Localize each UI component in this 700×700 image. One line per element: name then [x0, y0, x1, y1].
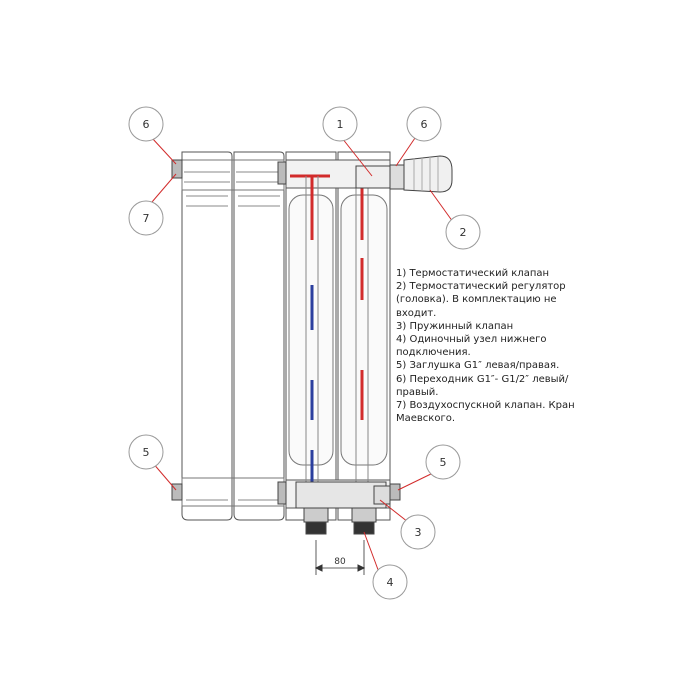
- legend-item: 7) Воздухоспускной клапан. Кран Маевског…: [396, 400, 575, 425]
- legend: 1) Термостатический клапан 2) Термостати…: [396, 267, 596, 425]
- legend-item: 5) Заглушка G1″ левая/правая.: [396, 360, 560, 372]
- callout-6-right-label: 6: [421, 118, 428, 131]
- callout-5-right: 5: [425, 444, 461, 480]
- callout-circles: 6 1 6 7 2 5 5 3 4: [128, 106, 481, 600]
- callout-3: 3: [400, 514, 436, 550]
- callout-3-label: 3: [415, 526, 422, 539]
- callout-4-label: 4: [387, 576, 394, 589]
- callout-7-label: 7: [143, 212, 150, 225]
- dimension-80: 80: [314, 540, 366, 575]
- callout-1-label: 1: [337, 118, 344, 131]
- legend-item: 2) Термостатический регулятор (головка).…: [396, 281, 566, 319]
- legend-item: 6) Переходник G1″- G1/2″ левый/правый.: [396, 373, 569, 398]
- thermostatic-valve: [355, 164, 405, 190]
- leader-lines: [151, 137, 454, 576]
- callout-5-left-label: 5: [143, 446, 150, 459]
- callout-6-left-label: 6: [143, 118, 150, 131]
- callout-4: 4: [372, 564, 408, 600]
- callout-7: 7: [128, 200, 164, 236]
- callout-5-right-label: 5: [440, 456, 447, 469]
- legend-item: 3) Пружинный клапан: [396, 320, 514, 332]
- legend-item: 1) Термостатический клапан: [396, 268, 550, 279]
- bottom-connection-unit: [295, 481, 391, 535]
- radiator-body: [181, 151, 391, 521]
- end-plugs: [171, 159, 401, 505]
- callout-1: 1: [322, 106, 358, 142]
- callout-5-left: 5: [128, 434, 164, 470]
- dimension-label: 80: [334, 557, 346, 567]
- callout-2: 2: [445, 214, 481, 250]
- internal-tubes: [305, 176, 369, 500]
- callout-6-left: 6: [128, 106, 164, 142]
- callout-2-label: 2: [460, 226, 467, 239]
- callout-6-right: 6: [406, 106, 442, 142]
- legend-item: 4) Одиночный узел нижнего подключения.: [396, 334, 547, 359]
- thermostatic-head: [403, 155, 453, 193]
